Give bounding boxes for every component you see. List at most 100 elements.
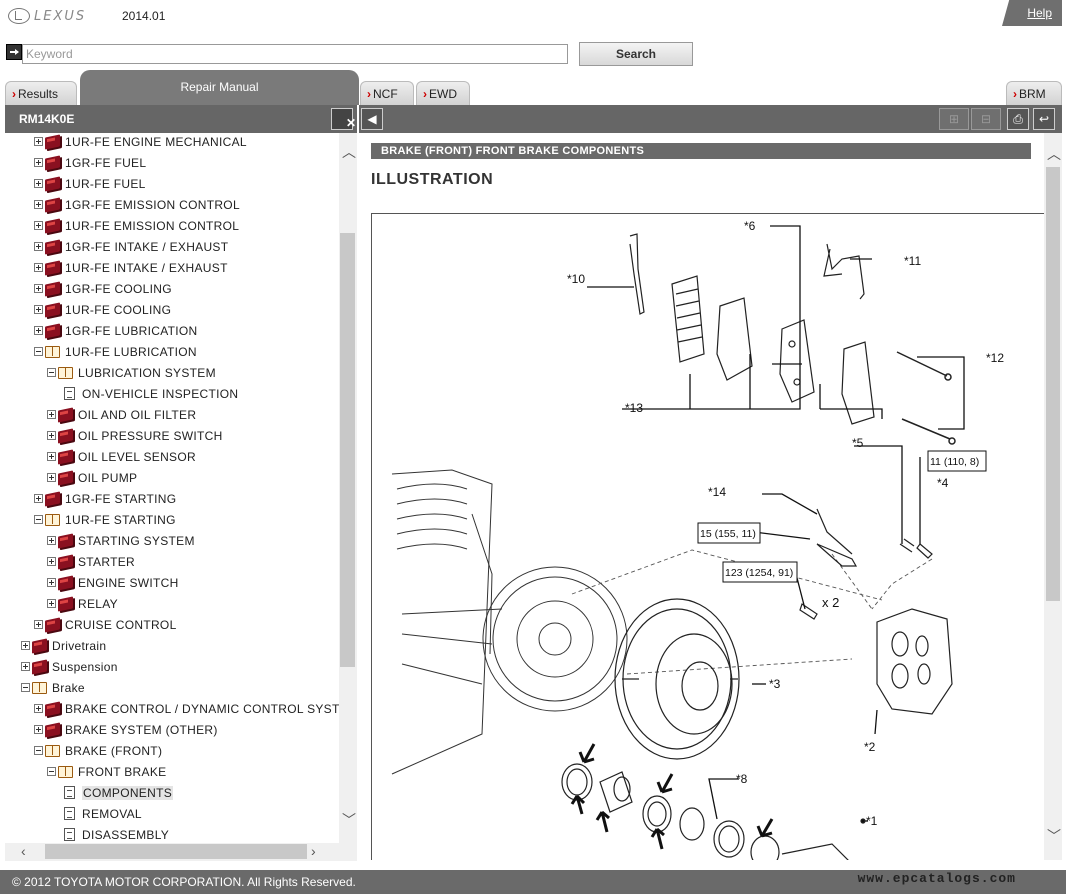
expand-icon[interactable] xyxy=(47,431,56,440)
scrollbar-thumb[interactable] xyxy=(45,844,307,859)
tree-item-label[interactable]: 1GR-FE EMISSION CONTROL xyxy=(65,197,240,212)
tree-item-label[interactable]: RELAY xyxy=(78,596,118,611)
tree-book-item[interactable]: OIL LEVEL SENSOR xyxy=(47,446,196,467)
content-vertical-scrollbar[interactable]: ︿ ﹀ xyxy=(1044,133,1062,860)
tree-item-label[interactable]: OIL PUMP xyxy=(78,470,138,485)
collapse-icon[interactable] xyxy=(34,347,43,356)
tree-book-item[interactable]: Drivetrain xyxy=(21,635,106,656)
tree-book-item[interactable]: Suspension xyxy=(21,656,118,677)
scrollbar-thumb[interactable] xyxy=(1046,167,1060,601)
expand-icon[interactable] xyxy=(47,452,56,461)
tree-item-label[interactable]: OIL AND OIL FILTER xyxy=(78,407,197,422)
scroll-down-icon[interactable]: ﹀ xyxy=(342,812,356,828)
tree-item-label[interactable]: 1UR-FE LUBRICATION xyxy=(65,344,197,359)
search-button[interactable]: Search xyxy=(579,42,693,66)
tree-book-item[interactable]: BRAKE (FRONT) xyxy=(34,740,162,761)
tree-item-label[interactable]: BRAKE SYSTEM (OTHER) xyxy=(65,722,218,737)
scroll-down-icon[interactable]: ﹀ xyxy=(1047,828,1061,844)
expand-icon[interactable] xyxy=(47,536,56,545)
tab-ewd[interactable]: ›EWD xyxy=(416,81,470,105)
expand-icon[interactable] xyxy=(34,263,43,272)
tree-book-item[interactable]: 1UR-FE FUEL xyxy=(34,173,146,194)
tree-item-label[interactable]: OIL LEVEL SENSOR xyxy=(78,449,196,464)
collapse-left-button[interactable]: ◀ xyxy=(361,108,383,130)
collapse-icon[interactable] xyxy=(47,368,56,377)
tree-book-item[interactable]: 1GR-FE STARTING xyxy=(34,488,176,509)
tab-repair-manual[interactable]: Repair Manual xyxy=(80,70,359,105)
keyword-input[interactable] xyxy=(22,44,568,64)
tree-doc-item[interactable]: ON-VEHICLE INSPECTION xyxy=(60,383,238,404)
tree-item-label[interactable]: Suspension xyxy=(52,659,118,674)
scroll-right-icon[interactable]: › xyxy=(311,843,316,859)
tree-item-label[interactable]: CRUISE CONTROL xyxy=(65,617,177,632)
tree-item-label[interactable]: 1GR-FE LUBRICATION xyxy=(65,323,198,338)
expand-icon[interactable] xyxy=(21,662,30,671)
expand-icon[interactable] xyxy=(34,179,43,188)
tab-results[interactable]: ›Results xyxy=(5,81,77,105)
tree-item-label[interactable]: STARTING SYSTEM xyxy=(78,533,195,548)
tree-book-item[interactable]: 1UR-FE STARTING xyxy=(34,509,176,530)
tree-book-item[interactable]: 1GR-FE FUEL xyxy=(34,152,146,173)
tree-book-item[interactable]: STARTING SYSTEM xyxy=(47,530,195,551)
tab-ncf[interactable]: ›NCF xyxy=(360,81,414,105)
tree-item-label[interactable]: 1UR-FE COOLING xyxy=(65,302,172,317)
tree-book-item[interactable]: BRAKE SYSTEM (OTHER) xyxy=(34,719,218,740)
tree-item-label[interactable]: 1UR-FE FUEL xyxy=(65,176,146,191)
tree-item-label[interactable]: ON-VEHICLE INSPECTION xyxy=(82,386,239,401)
tree-item-label[interactable]: FRONT BRAKE xyxy=(78,764,167,779)
tree-book-item[interactable]: BRAKE CONTROL / DYNAMIC CONTROL SYSTEMS xyxy=(34,698,339,719)
expand-icon[interactable] xyxy=(47,578,56,587)
scroll-left-icon[interactable]: ‹ xyxy=(21,843,26,859)
tree-item-label[interactable]: REMOVAL xyxy=(82,806,142,821)
tree-doc-item[interactable]: REMOVAL xyxy=(60,803,142,824)
expand-icon[interactable] xyxy=(21,641,30,650)
tree-book-item[interactable]: ENGINE SWITCH xyxy=(47,572,179,593)
tree-book-item[interactable]: OIL AND OIL FILTER xyxy=(47,404,196,425)
tree-item-label[interactable]: OIL PRESSURE SWITCH xyxy=(78,428,223,443)
toc-horizontal-scrollbar[interactable]: ‹ › xyxy=(5,843,357,861)
tree-book-item[interactable]: 1UR-FE LUBRICATION xyxy=(34,341,197,362)
expand-icon[interactable] xyxy=(47,599,56,608)
scroll-up-icon[interactable]: ︿ xyxy=(1047,146,1061,162)
expand-icon[interactable] xyxy=(34,221,43,230)
tree-book-item[interactable]: Brake xyxy=(21,677,85,698)
tree-book-item[interactable]: OIL PRESSURE SWITCH xyxy=(47,425,223,446)
expand-icon[interactable] xyxy=(34,494,43,503)
tree-item-label[interactable]: 1GR-FE COOLING xyxy=(65,281,172,296)
tree-item-label[interactable]: BRAKE CONTROL / DYNAMIC CONTROL SYSTEMS xyxy=(65,701,339,716)
expand-icon[interactable] xyxy=(34,158,43,167)
tree-item-label[interactable]: STARTER xyxy=(78,554,135,569)
tree-book-item[interactable]: 1UR-FE INTAKE / EXHAUST xyxy=(34,257,228,278)
tree-item-label[interactable]: BRAKE (FRONT) xyxy=(65,743,163,758)
tree-item-label[interactable]: Drivetrain xyxy=(52,638,107,653)
tree-book-item[interactable]: 1UR-FE COOLING xyxy=(34,299,171,320)
tree-item-label[interactable]: 1UR-FE INTAKE / EXHAUST xyxy=(65,260,228,275)
expand-icon[interactable] xyxy=(34,326,43,335)
tree-doc-item[interactable]: DISASSEMBLY xyxy=(60,824,169,843)
expand-icon[interactable] xyxy=(34,725,43,734)
zoom-in-button[interactable]: ⊞ xyxy=(939,108,969,130)
tree-item-label[interactable]: LUBRICATION SYSTEM xyxy=(78,365,216,380)
tree-item-label[interactable]: Brake xyxy=(52,680,85,695)
print-button[interactable]: ⎙ xyxy=(1007,108,1029,130)
expand-icon[interactable] xyxy=(34,242,43,251)
tree-item-label[interactable]: DISASSEMBLY xyxy=(82,827,170,842)
scrollbar-thumb[interactable] xyxy=(340,233,355,667)
toc-vertical-scrollbar[interactable]: ︿ ﹀ xyxy=(339,133,357,843)
expand-icon[interactable] xyxy=(34,305,43,314)
tree-book-item[interactable]: 1GR-FE EMISSION CONTROL xyxy=(34,194,240,215)
tree-book-item[interactable]: FRONT BRAKE xyxy=(47,761,166,782)
tree-book-item[interactable]: CRUISE CONTROL xyxy=(34,614,177,635)
tree-book-item[interactable]: OIL PUMP xyxy=(47,467,137,488)
return-button[interactable]: ↩ xyxy=(1033,108,1055,130)
tree-item-label[interactable]: 1UR-FE STARTING xyxy=(65,512,176,527)
tree-doc-item[interactable]: COMPONENTS xyxy=(60,782,174,803)
close-panel-button[interactable]: ✕ xyxy=(331,108,356,130)
tree-item-label[interactable]: 1UR-FE ENGINE MECHANICAL xyxy=(65,134,247,149)
tree-book-item[interactable]: 1UR-FE ENGINE MECHANICAL xyxy=(34,133,247,152)
expand-icon[interactable] xyxy=(47,473,56,482)
collapse-icon[interactable] xyxy=(34,746,43,755)
expand-icon[interactable] xyxy=(34,137,43,146)
expand-icon[interactable] xyxy=(34,200,43,209)
tree-item-label[interactable]: COMPONENTS xyxy=(82,785,174,800)
